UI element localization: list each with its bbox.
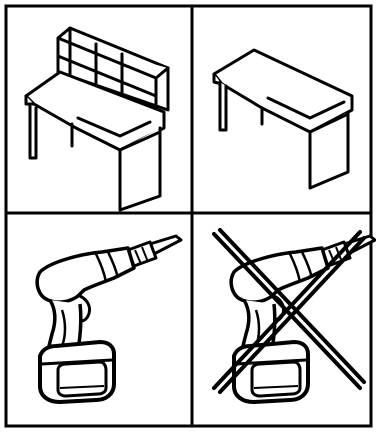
cordless-drill-icon bbox=[37, 236, 181, 402]
desk-with-hutch-icon bbox=[26, 28, 168, 210]
desk-icon bbox=[214, 50, 352, 188]
cordless-drill-crossed-icon bbox=[214, 230, 375, 402]
